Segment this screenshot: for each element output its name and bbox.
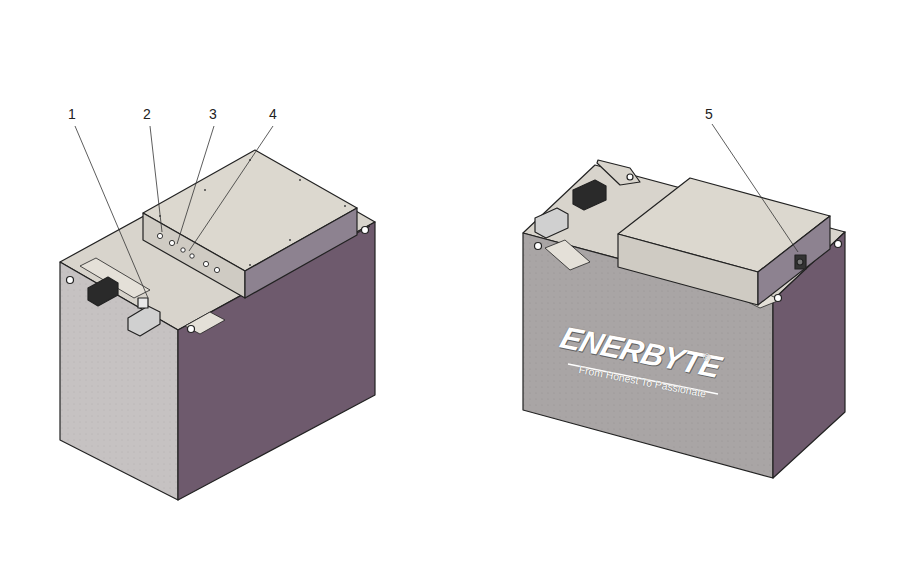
callout-number: 2 (143, 107, 151, 121)
battery-left-view (60, 126, 375, 500)
callout-number: 1 (68, 107, 76, 121)
callout-number: 3 (209, 107, 217, 121)
battery-right-view (523, 124, 845, 478)
callout-number: 5 (705, 107, 713, 121)
callout-number: 4 (269, 107, 277, 121)
